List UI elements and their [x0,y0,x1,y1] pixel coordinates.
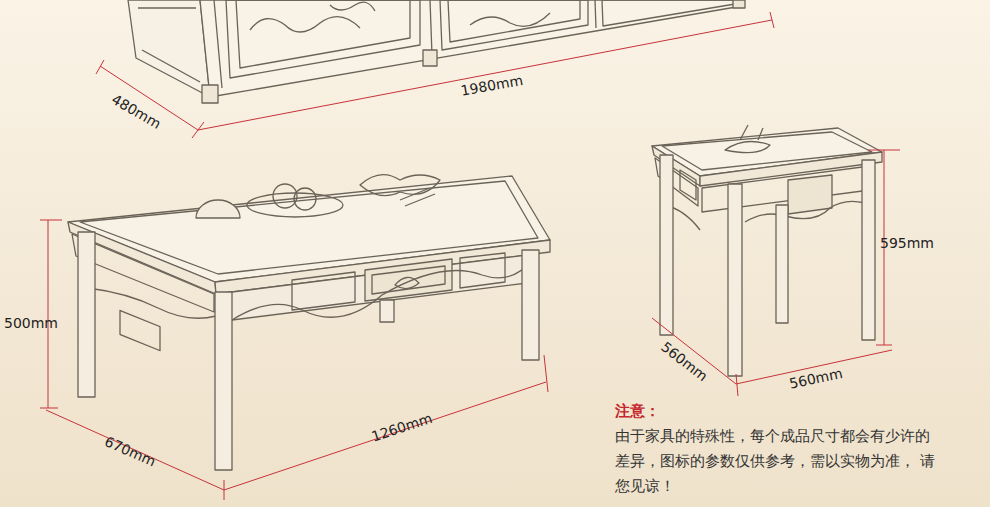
note-heading: 注意： [615,403,660,420]
dimension-label: 595mm [880,236,934,251]
side-table [652,125,882,376]
dimension-lines [40,12,900,500]
tv-cabinet [128,0,745,103]
note-text: 由于家具的特殊性，每个成品尺寸都会有少许的 差异，图标的参数仅供参考，需以实物为… [615,424,937,499]
dimension-label: 480mm [109,92,163,132]
dimension-label: 670mm [102,434,158,470]
dimension-label: 560mm [788,366,844,392]
dimension-label: 560mm [658,339,710,384]
dimension-label: 500mm [4,316,58,331]
dimension-label: 1260mm [370,411,435,445]
coffee-table [68,175,550,470]
dimension-label: 1980mm [460,73,525,99]
